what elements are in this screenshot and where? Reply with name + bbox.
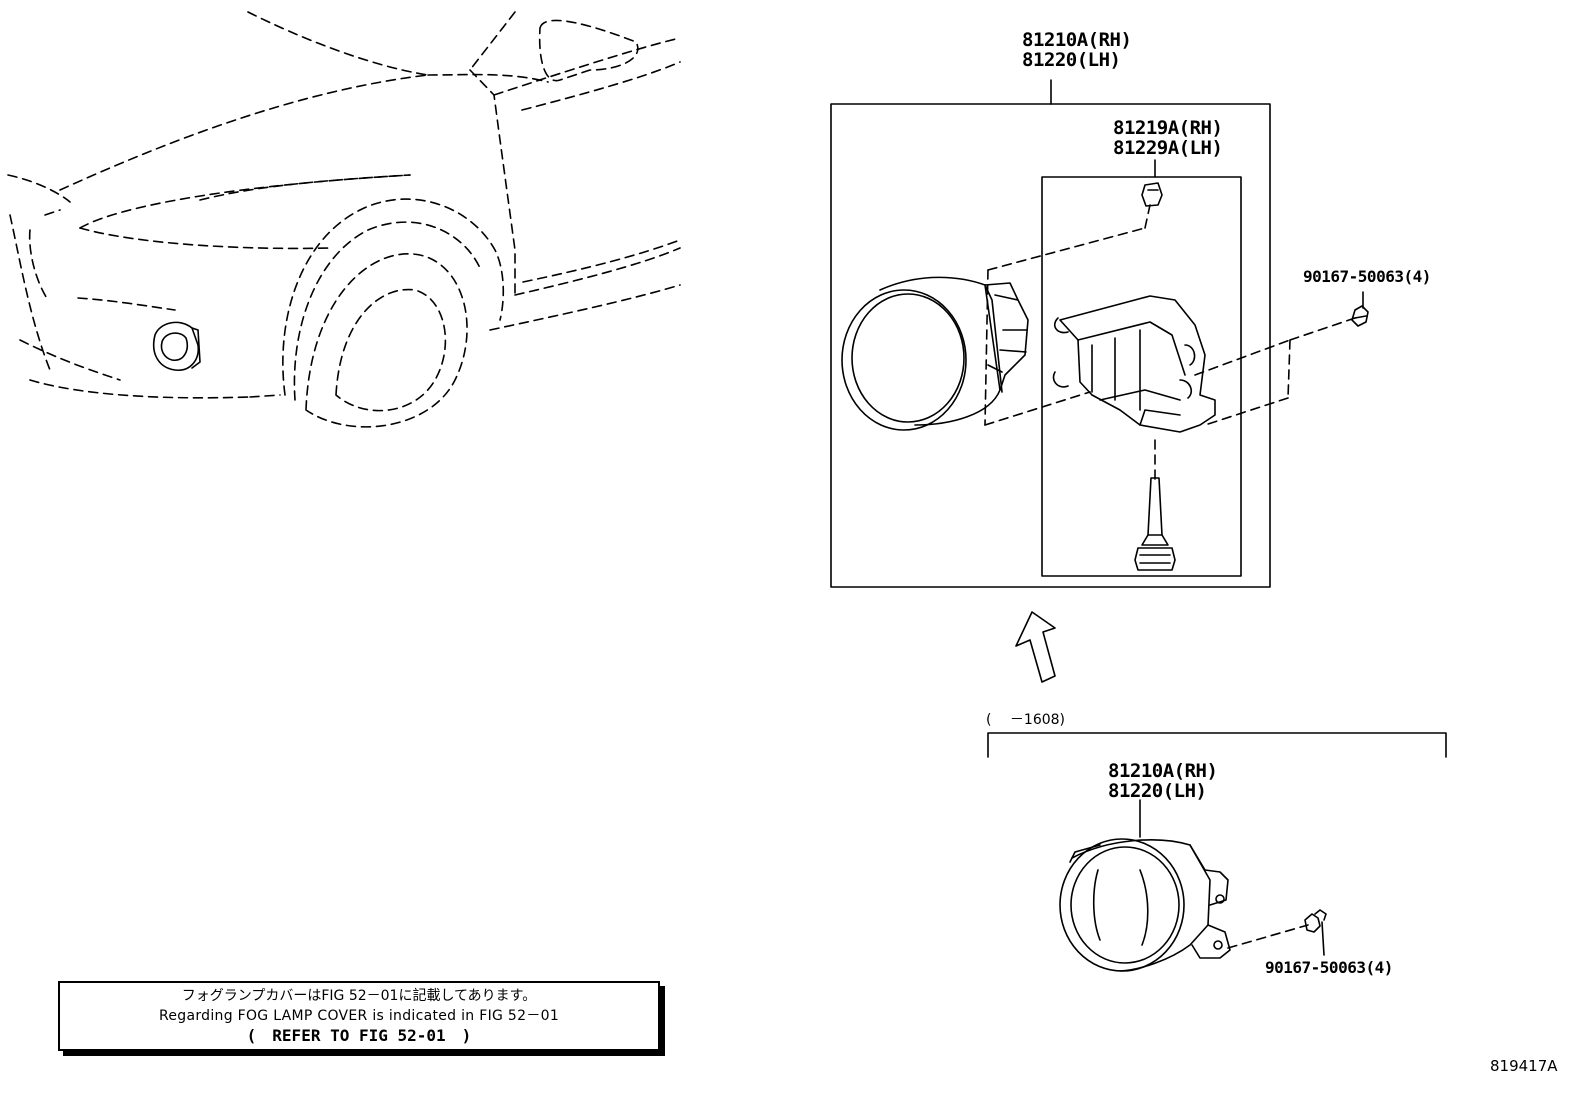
- clip-nut: [1141, 182, 1163, 207]
- fog-lamp-bulb: [1134, 477, 1176, 571]
- alignment-line-lower: [1227, 924, 1309, 949]
- reference-note: フォグランプカバーはFIG 52－01に記載してあります。 Regarding …: [58, 981, 660, 1051]
- label-alt-assy-rh: 81210A(RH): [1108, 760, 1218, 782]
- label-assy-rh: 81210A(RH): [1022, 29, 1132, 51]
- assembly-arrow: [1015, 611, 1056, 683]
- lamp-bracket: [1052, 295, 1216, 433]
- label-alt-assy-lh: 81220(LH): [1108, 780, 1207, 802]
- assembly-box: [830, 79, 1271, 588]
- variant-bracket: [987, 732, 1447, 838]
- label-bracket-rh: 81219A(RH): [1113, 117, 1223, 139]
- label-assy-lh: 81220(LH): [1022, 49, 1121, 71]
- label-variant-range: ( －1608): [986, 712, 1066, 728]
- note-japanese: フォグランプカバーはFIG 52－01に記載してあります。: [181, 988, 537, 1004]
- fog-lamp-unit-lower: [1059, 838, 1231, 972]
- screw-top: [1351, 291, 1369, 327]
- vehicle-outline: [7, 11, 681, 428]
- label-screw-bottom: 90167-50063(4): [1265, 958, 1393, 977]
- label-screw-top: 90167-50063(4): [1303, 267, 1431, 286]
- note-refer: ( REFER TO FIG 52-01 ): [246, 1026, 472, 1045]
- alignment-lines-upper: [984, 204, 1356, 483]
- note-english: Regarding FOG LAMP COVER is indicated in…: [158, 1008, 560, 1024]
- figure-id: 819417A: [1490, 1057, 1558, 1075]
- fog-lamp-unit-upper: [841, 276, 1029, 431]
- screw-bottom: [1304, 909, 1327, 956]
- car-fog-lamp-location: [153, 321, 201, 371]
- label-bracket-lh: 81229A(LH): [1113, 137, 1223, 159]
